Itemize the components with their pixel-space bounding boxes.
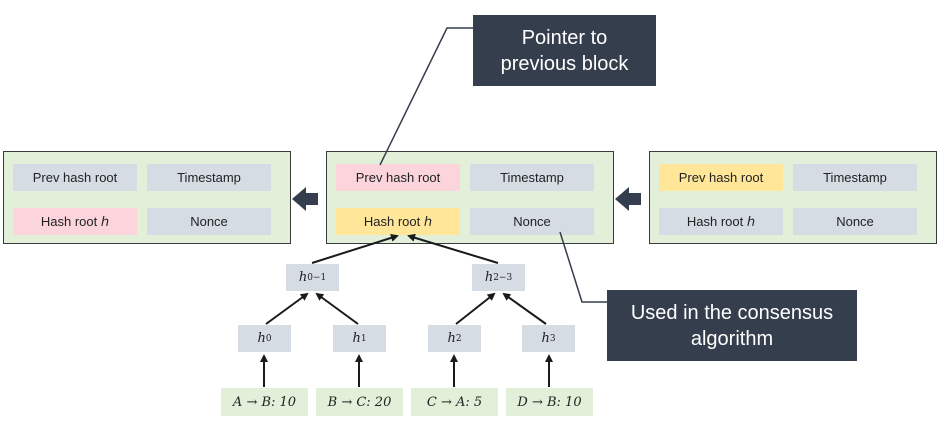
chain-arrow-right <box>615 187 641 211</box>
hash-root-cell: Hash root ℎ <box>13 208 137 235</box>
tree-arrow <box>315 292 359 325</box>
timestamp-cell: Timestamp <box>793 164 917 191</box>
hash-node-base: h <box>298 270 308 285</box>
nonce-cell: Nonce <box>470 208 594 235</box>
hash-node-base: h <box>484 270 494 285</box>
prev-hash-root-cell: Prev hash root <box>659 164 783 191</box>
consensus-callout-text: Used in the consensus algorithm <box>630 301 834 350</box>
hash-node-sub: 2 <box>455 333 462 344</box>
transaction-3: D → B: 10 <box>506 388 593 416</box>
chain-arrow-left <box>292 187 318 211</box>
hash-node-sub: 0 <box>265 333 272 344</box>
hash-root-cell: Hash root ℎ <box>336 208 460 235</box>
hash-node-base: h <box>541 331 550 346</box>
block-current: Prev hash root Timestamp Hash root ℎ Non… <box>326 151 614 244</box>
hash-node-sub: 2−3 <box>493 272 513 283</box>
prev-hash-root-cell: Prev hash root <box>13 164 137 191</box>
transaction-0: A → B: 10 <box>221 388 308 416</box>
consensus-callout: Used in the consensus algorithm <box>607 290 857 361</box>
nonce-cell: Nonce <box>793 208 917 235</box>
hash-root-cell: Hash root ℎ <box>659 208 783 235</box>
hash-node-base: h <box>257 331 266 346</box>
pointer-callout-text: Pointer to previous block <box>500 26 629 75</box>
timestamp-cell: Timestamp <box>470 164 594 191</box>
transaction-1: B → C: 20 <box>316 388 403 416</box>
block-next: Prev hash root Timestamp Hash root ℎ Non… <box>649 151 937 244</box>
hash-node-base: h <box>447 331 456 346</box>
transaction-2: C → A: 5 <box>411 388 498 416</box>
hash-node-base: h <box>352 331 361 346</box>
timestamp-cell: Timestamp <box>147 164 271 191</box>
tree-arrow <box>502 292 547 325</box>
hash-node-sub: 1 <box>360 333 367 344</box>
pointer-callout: Pointer to previous block <box>473 15 656 86</box>
pointer-leader-line <box>379 27 473 166</box>
nonce-cell: Nonce <box>147 208 271 235</box>
tree-arrow <box>265 292 309 325</box>
block-previous: Prev hash root Timestamp Hash root ℎ Non… <box>3 151 291 244</box>
tree-arrow <box>455 292 496 325</box>
hash-node-sub: 3 <box>549 333 556 344</box>
prev-hash-root-cell: Prev hash root <box>336 164 460 191</box>
hash-node-sub: 0−1 <box>307 272 327 283</box>
